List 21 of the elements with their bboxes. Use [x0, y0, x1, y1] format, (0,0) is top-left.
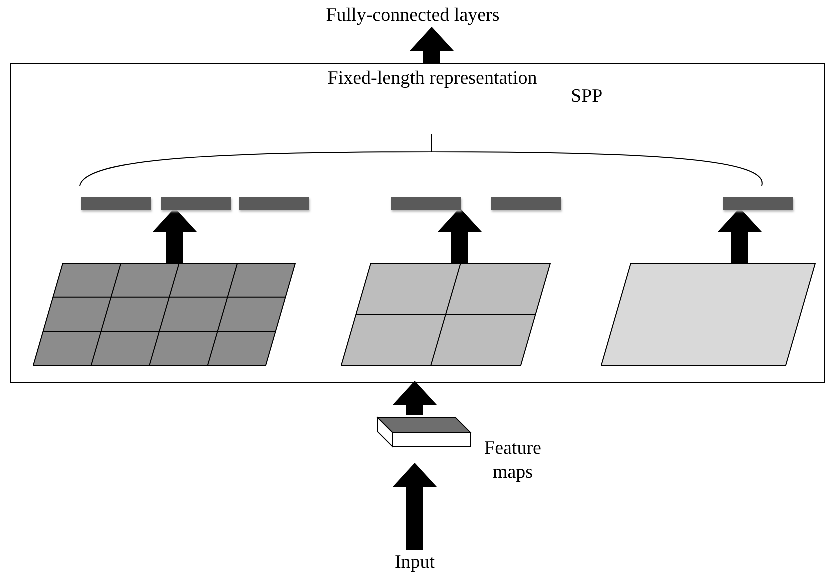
- block-arrow: [393, 463, 437, 550]
- block-arrow: [438, 208, 482, 263]
- bar: [81, 197, 151, 210]
- bar: [491, 197, 561, 210]
- text-label: Fully-connected layers: [326, 5, 500, 26]
- block-arrow: [718, 208, 762, 263]
- block-arrow: [153, 208, 197, 263]
- spp-panel: [10, 63, 825, 383]
- bracket-label: Fixed-length representation: [326, 68, 538, 90]
- pooling-grid: [341, 263, 551, 366]
- panel-title: SPP: [571, 86, 603, 108]
- text-label: Input: [394, 552, 436, 573]
- pooling-grid: [601, 263, 816, 366]
- block-arrow: [410, 27, 454, 63]
- bar: [161, 197, 231, 210]
- bar: [239, 197, 309, 210]
- bar: [723, 197, 793, 210]
- pooling-grid: [33, 263, 296, 366]
- block-arrow: [393, 381, 437, 415]
- node-label: Feature maps: [484, 437, 542, 485]
- bar: [391, 197, 461, 210]
